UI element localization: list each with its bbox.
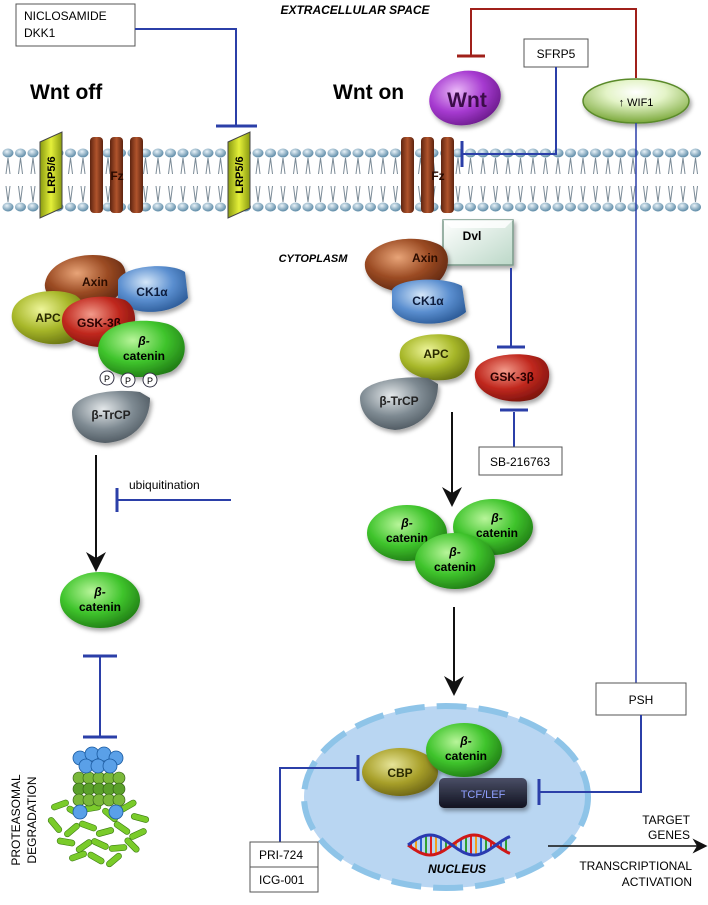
lrp-receptor-off-right: LRP5/6 (227, 131, 251, 219)
apc-label: APC (423, 347, 449, 361)
wnt-label: Wnt (447, 89, 487, 112)
sfrp5-box: SFRP5 (523, 38, 589, 68)
apc-label: APC (35, 311, 61, 325)
dvl-label: Dvl (463, 229, 482, 243)
wif1-label: ↑ WIF1 (619, 97, 654, 109)
beta-catenin-nuclear: β- catenin (426, 723, 502, 777)
bcat-label-1: β- (459, 734, 471, 748)
tcf-lef-label: TCF/LEF (461, 789, 506, 801)
dkk1-label: DKK1 (24, 26, 56, 40)
pri724-box: PRI-724 (249, 841, 319, 868)
bcat-label-1: β- (490, 511, 502, 525)
bcat-label-2: catenin (445, 749, 487, 763)
axin-label: Axin (82, 275, 108, 289)
ubiquitination-label: ubiquitination (129, 478, 200, 492)
phosphate-group-2: P (120, 372, 136, 388)
pri724-label: PRI-724 (259, 848, 303, 862)
niclosamide-label: NICLOSAMIDE (24, 9, 107, 23)
axin-label: Axin (412, 251, 438, 265)
psh-box: PSH (595, 682, 687, 716)
niclosamide-dkk1-box: NICLOSAMIDE DKK1 (15, 3, 136, 47)
wnt-off-title: Wnt off (30, 81, 103, 104)
genes-label: GENES (648, 828, 690, 842)
bcat-label-2: catenin (476, 526, 518, 540)
wnt-ligand: Wnt (429, 70, 501, 126)
wnt-on-title: Wnt on (333, 81, 404, 104)
beta-catenin-free-off: β- catenin (60, 572, 140, 628)
fz-receptor-off: Fz (90, 137, 143, 213)
bcat-label-2: catenin (434, 560, 476, 574)
psh-tcf-inhibition-line (539, 715, 642, 793)
sfrp5-inhibition-line (462, 67, 557, 155)
wif1-wnt-inhibition-line (470, 8, 637, 78)
sb216763-box: SB-216763 (478, 446, 563, 476)
fz-label: Fz (110, 169, 123, 183)
gsk3b-label: GSK-3β (77, 316, 121, 330)
pri724-inhibition-line (279, 767, 358, 842)
phosphate-group-1: P (99, 370, 115, 386)
icg001-box: ICG-001 (249, 866, 319, 893)
bcat-label-2: catenin (123, 349, 165, 363)
target-label: TARGET (642, 813, 690, 827)
ck1a-label: CK1α (412, 294, 444, 308)
bcat-label-1: β- (137, 334, 149, 348)
dkk1-inhibition-line (135, 28, 237, 126)
sb216763-label: SB-216763 (490, 455, 550, 469)
apc-protein-on: APC (399, 334, 470, 381)
cell-membrane (2, 148, 701, 212)
beta-catenin-complex-off: β- catenin (98, 320, 185, 377)
cbp-label: CBP (387, 766, 412, 780)
phosphate-label: P (104, 374, 110, 384)
nucleus-label: NUCLEUS (428, 862, 486, 876)
cbp-protein: CBP (362, 748, 438, 796)
lrp-label: LRP5/6 (234, 156, 246, 193)
fz-label: Fz (431, 169, 444, 183)
psh-label: PSH (629, 693, 654, 707)
dvl-protein: Dvl (442, 219, 514, 266)
extracellular-label: EXTRACELLULAR SPACE (280, 3, 430, 17)
degradation-label: DEGRADATION (25, 776, 39, 863)
btrcp-protein-on: β-TrCP (360, 377, 438, 430)
bcat-label-1: β- (93, 585, 105, 599)
dna-helix-icon (407, 833, 511, 857)
phosphate-label: P (147, 376, 153, 386)
ck1a-protein-off: CK1α (118, 266, 188, 312)
lrp-label: LRP5/6 (46, 156, 58, 193)
beta-catenin-accumulated-3: β- catenin (415, 533, 495, 589)
btrcp-label: β-TrCP (91, 408, 130, 422)
fz-receptor-on: Fz (401, 137, 454, 213)
ck1a-label: CK1α (136, 285, 168, 299)
axin-protein-on: Axin (364, 238, 448, 293)
proteasomal-label: PROTEASOMAL (9, 774, 23, 866)
proteasome-icon (47, 746, 150, 868)
destruction-complex: Axin CK1α APC GSK-3β β- catenin (11, 255, 188, 377)
icg001-label: ICG-001 (259, 873, 305, 887)
bcat-label-2: catenin (79, 600, 121, 614)
phosphate-group-3: P (142, 372, 158, 388)
activation-label: ACTIVATION (622, 875, 692, 889)
transcriptional-label: TRANSCRIPTIONAL (579, 859, 692, 873)
wif1-protein: ↑ WIF1 (582, 78, 690, 124)
sfrp5-label: SFRP5 (537, 47, 576, 61)
btrcp-label: β-TrCP (379, 394, 418, 408)
btrcp-protein-off: β-TrCP (72, 390, 150, 443)
tcf-lef-protein: TCF/LEF (439, 778, 527, 808)
lrp-receptor-off-left: LRP5/6 (39, 131, 63, 219)
gsk3b-label: GSK-3β (490, 370, 534, 384)
gsk3b-protein-on: GSK-3β (474, 354, 550, 402)
ck1a-protein-on: CK1α (392, 279, 466, 324)
phosphate-label: P (125, 376, 131, 386)
cytoplasm-label: CYTOPLASM (279, 253, 349, 265)
bcat-label-2: catenin (386, 531, 428, 545)
bcat-label-1: β- (400, 516, 412, 530)
bcat-label-1: β- (448, 545, 460, 559)
